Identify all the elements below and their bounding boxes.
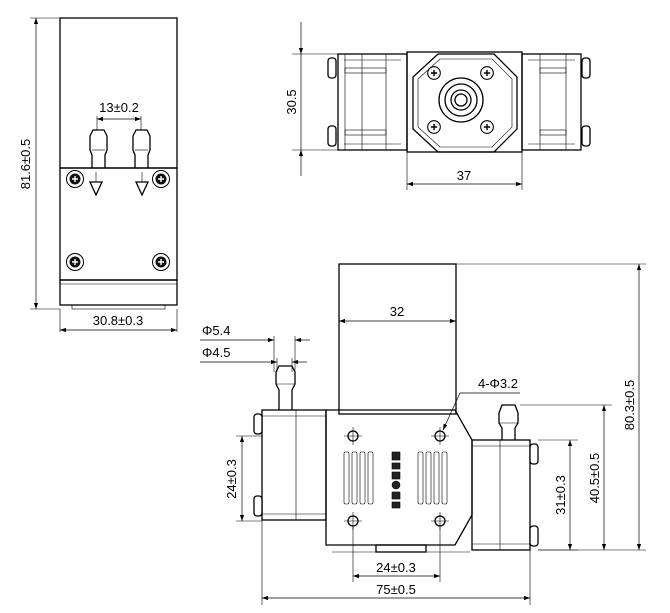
screw-icon [151, 169, 171, 189]
top-view: 30.5 37 [284, 22, 591, 190]
brand-logo [391, 451, 401, 509]
total-height-label: 80.3±0.5 [622, 380, 637, 431]
screw-icon [426, 119, 442, 135]
inner-diameter-label: Φ4.5 [202, 345, 230, 360]
total-length-label: 75±0.5 [376, 582, 416, 597]
pump-block-left [261, 409, 327, 521]
screw-icon [151, 252, 171, 272]
left-hole-spacing-label: 24±0.3 [224, 459, 239, 499]
port-spacing-label: 13±0.2 [99, 100, 139, 115]
inlet-barb-left [89, 129, 108, 168]
vent-slots-left [343, 451, 374, 505]
top-width-label: 30.5 [284, 89, 299, 114]
top-length-label: 37 [457, 168, 471, 183]
front-width-label: 30.8±0.3 [93, 313, 144, 328]
mount-holes-label: 4-Φ3.2 [478, 376, 518, 391]
bottom-hole-spacing-label: 24±0.3 [376, 560, 416, 575]
screw-icon [65, 169, 85, 189]
outlet-barb-right [132, 129, 151, 168]
motor-block-right [521, 53, 582, 151]
flow-arrow-icon [88, 172, 104, 197]
motor-block-left [337, 53, 408, 151]
center-port-outer [438, 77, 484, 123]
outlet-barb-side [498, 404, 519, 440]
inlet-barb-side [275, 365, 296, 410]
end-cap [327, 125, 337, 147]
flow-arrow-icon [134, 172, 150, 197]
screw-icon [426, 65, 442, 81]
motor-width-label: 32 [390, 304, 404, 319]
screw-icon [479, 119, 495, 135]
right-height-outer-label: 40.5±0.5 [587, 453, 602, 504]
motor-housing [59, 17, 178, 169]
side-view: 32 Φ5.4 Φ4.5 4-Φ3.2 24±0.3 24±0.3 75±0.5 [200, 263, 646, 605]
right-height-inner-label: 31±0.3 [553, 475, 568, 515]
screw-icon [479, 65, 495, 81]
front-height-label: 81.6±0.5 [18, 139, 33, 190]
vent-slots-right [417, 451, 448, 505]
pump-plate [412, 53, 518, 153]
outer-diameter-label: Φ5.4 [202, 323, 230, 338]
end-cap [327, 57, 337, 79]
front-view: 81.6±0.5 13±0.2 30.8±0.3 [18, 17, 178, 333]
motor-housing-side [338, 263, 457, 415]
screw-icon [65, 252, 85, 272]
base-foot [375, 544, 427, 553]
end-cap [581, 57, 591, 79]
end-cap [581, 125, 591, 147]
pump-block-right [471, 439, 531, 551]
